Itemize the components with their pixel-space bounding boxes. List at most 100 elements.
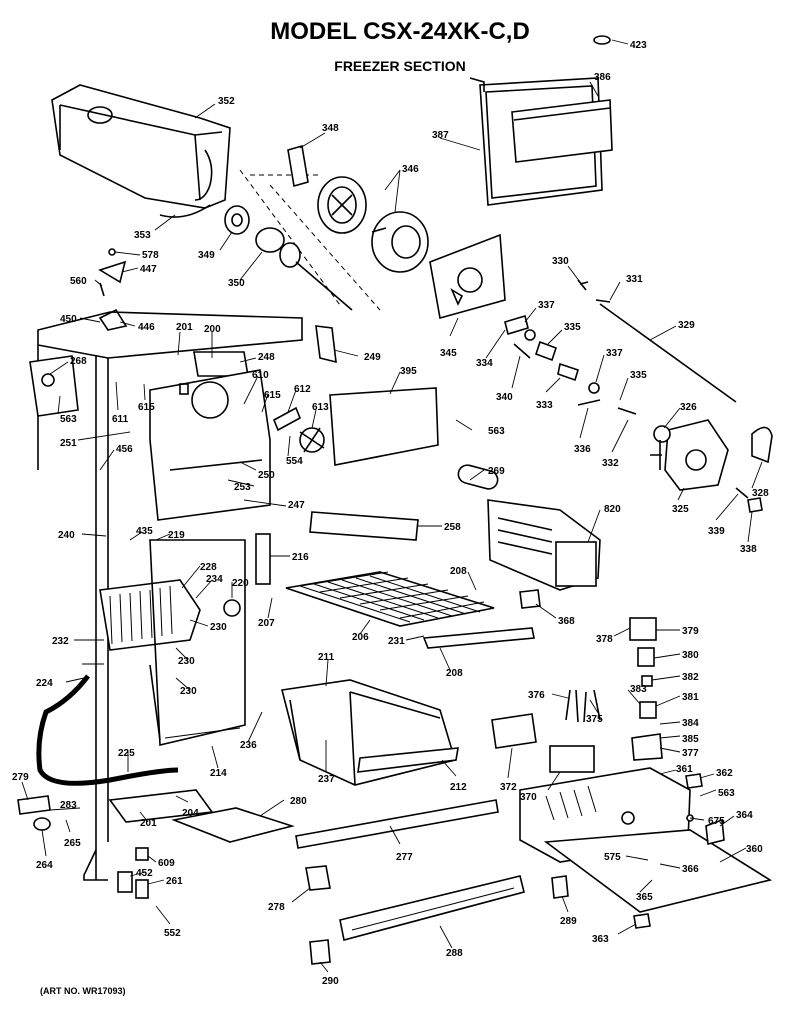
callout-334: 334 <box>476 358 493 369</box>
callout-346: 346 <box>402 164 419 175</box>
callout-560: 560 <box>70 276 87 287</box>
callout-279: 279 <box>12 772 29 783</box>
model-title: MODEL CSX-24XK-C,D <box>270 18 530 45</box>
callout-335a: 335 <box>564 322 581 333</box>
part-linkage <box>504 314 637 415</box>
callout-578: 578 <box>142 250 159 261</box>
callout-331: 331 <box>626 274 643 285</box>
part-290 <box>309 939 331 965</box>
callout-288: 288 <box>446 948 463 959</box>
callout-364: 364 <box>736 810 753 821</box>
part-264 <box>33 817 51 831</box>
part-346-auger <box>317 176 429 273</box>
callout-610: 610 <box>252 370 269 381</box>
callout-224: 224 <box>36 678 53 689</box>
part-350-spring-shaft <box>255 227 353 311</box>
callout-352: 352 <box>218 96 235 107</box>
part-valve-stack <box>629 617 663 761</box>
part-216 <box>255 533 271 585</box>
callout-379: 379 <box>682 626 699 637</box>
callout-232: 232 <box>52 636 69 647</box>
leader-lines <box>21 39 763 973</box>
callout-208b: 208 <box>446 668 463 679</box>
callout-615b: 615 <box>264 390 281 401</box>
callout-289: 289 <box>560 916 577 927</box>
callout-368: 368 <box>558 616 575 627</box>
part-224-tube <box>36 674 179 786</box>
part-578 <box>108 248 116 256</box>
part-249 <box>315 325 337 364</box>
callout-261: 261 <box>166 876 183 887</box>
part-370 <box>549 745 595 773</box>
callout-554: 554 <box>286 456 303 467</box>
part-376-wires <box>565 689 601 723</box>
callout-365: 365 <box>636 892 653 903</box>
callout-563a: 563 <box>60 414 77 425</box>
part-278 <box>305 865 331 891</box>
callout-247: 247 <box>288 500 305 511</box>
part-268 <box>29 355 79 417</box>
callout-613: 613 <box>312 402 329 413</box>
callout-446: 446 <box>138 322 155 333</box>
part-348 <box>287 144 309 188</box>
callout-382: 382 <box>682 672 699 683</box>
part-261 <box>135 879 149 899</box>
callout-378: 378 <box>596 634 613 645</box>
callout-387: 387 <box>432 130 449 141</box>
part-206-wire-shelf <box>285 571 495 627</box>
part-345 <box>429 233 506 320</box>
part-drawings <box>17 35 773 965</box>
callout-370: 370 <box>520 792 537 803</box>
part-289 <box>551 875 569 899</box>
callout-234: 234 <box>206 574 223 585</box>
callout-258: 258 <box>444 522 461 533</box>
part-362 <box>685 773 703 789</box>
callout-204: 204 <box>182 808 199 819</box>
callout-335b: 335 <box>630 370 647 381</box>
callout-201a: 201 <box>176 322 193 333</box>
callout-212: 212 <box>450 782 467 793</box>
callout-366: 366 <box>682 864 699 875</box>
part-360 <box>543 829 773 913</box>
callout-219: 219 <box>168 530 185 541</box>
callout-450: 450 <box>60 314 77 325</box>
callout-249: 249 <box>364 352 381 363</box>
callout-353: 353 <box>134 230 151 241</box>
callout-340: 340 <box>496 392 513 403</box>
callout-280: 280 <box>290 796 307 807</box>
callout-240: 240 <box>58 530 75 541</box>
part-820-icemaker <box>487 499 601 591</box>
callout-231: 231 <box>388 636 405 647</box>
callout-338: 338 <box>740 544 757 555</box>
callout-377: 377 <box>682 748 699 759</box>
callout-615a: 615 <box>138 402 155 413</box>
callout-228: 228 <box>200 562 217 573</box>
callout-269: 269 <box>488 466 505 477</box>
callout-386: 386 <box>594 72 611 83</box>
callout-349: 349 <box>198 250 215 261</box>
callout-264: 264 <box>36 860 53 871</box>
callout-611: 611 <box>112 414 129 425</box>
callout-563b: 563 <box>488 426 505 437</box>
callout-452: 452 <box>136 868 153 879</box>
callout-384: 384 <box>682 718 699 729</box>
callout-375: 375 <box>586 714 603 725</box>
part-349 <box>224 205 250 235</box>
part-612 <box>272 406 302 432</box>
callout-230c: 230 <box>180 686 197 697</box>
callout-328: 328 <box>752 488 769 499</box>
part-248 <box>193 351 249 377</box>
callout-277: 277 <box>396 852 413 863</box>
part-613-fan <box>299 427 325 453</box>
callout-612: 612 <box>294 384 311 395</box>
callout-268: 268 <box>70 356 87 367</box>
callout-216: 216 <box>292 552 309 563</box>
callout-362: 362 <box>716 768 733 779</box>
part-339 <box>735 487 749 499</box>
callout-363: 363 <box>592 934 609 945</box>
callout-348: 348 <box>322 123 339 134</box>
callout-207: 207 <box>258 618 275 629</box>
part-423 <box>593 35 611 45</box>
callout-383: 383 <box>630 684 647 695</box>
part-328 <box>751 426 773 464</box>
